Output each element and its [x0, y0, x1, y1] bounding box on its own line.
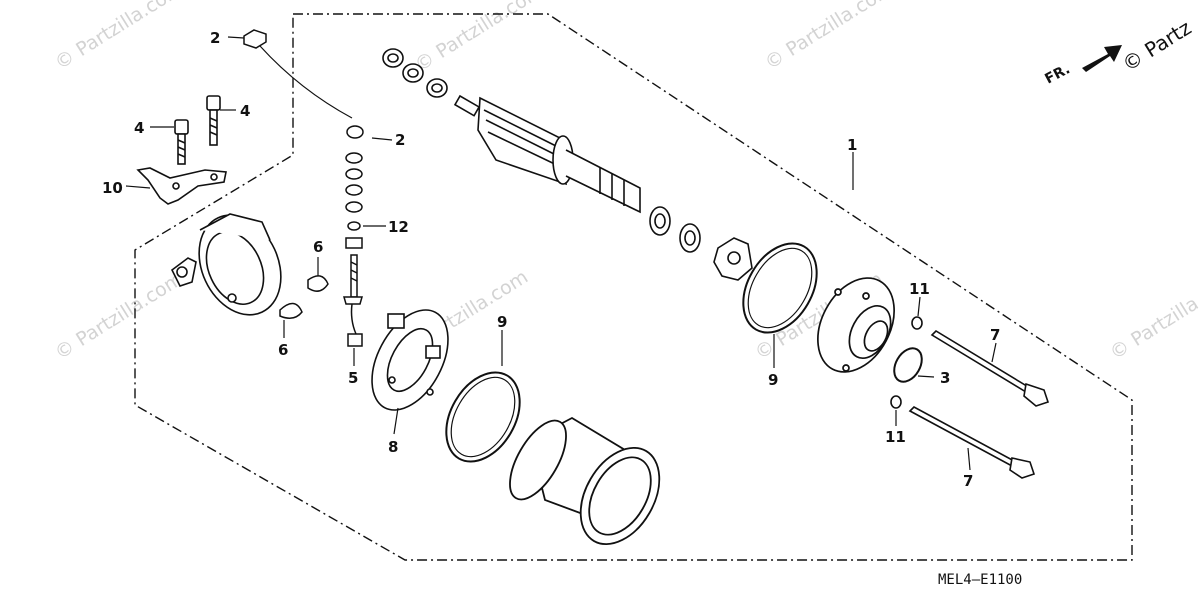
- callout-10: 10: [102, 179, 123, 197]
- lock-plate-part: [713, 237, 753, 281]
- front-cover-part: [817, 277, 895, 373]
- watermark: © Partzilla.com: [51, 0, 187, 74]
- callout-9: 9: [497, 313, 507, 331]
- watermark: © Partzilla.com: [411, 0, 547, 76]
- long-bolt-part: [930, 329, 1050, 407]
- callout-5: 5: [348, 369, 358, 387]
- watermark-corner: © Partz: [1118, 15, 1195, 76]
- leader-lines: [125, 36, 997, 471]
- front-indicator: FR.: [1042, 61, 1072, 87]
- seal-ring-part: [893, 347, 923, 383]
- watermark: © Partzilla.com: [51, 268, 187, 364]
- armature-part: [453, 94, 641, 214]
- callout-6: 6: [278, 341, 288, 359]
- callout-12: 12: [388, 218, 409, 236]
- yoke-housing-part: [509, 416, 661, 546]
- callout-6: 6: [313, 238, 323, 256]
- bolt-part: [174, 119, 189, 165]
- callout-2: 2: [210, 29, 220, 47]
- washer-part: [911, 316, 923, 330]
- long-bolt-part: [908, 406, 1036, 479]
- callout-3: 3: [940, 369, 950, 387]
- callout-4: 4: [240, 102, 250, 120]
- watermark: © Partzilla.com: [1106, 268, 1200, 364]
- rear-cover-part: [170, 213, 282, 316]
- washer-set: [649, 206, 701, 253]
- assembly-outline: [134, 13, 1133, 561]
- nut-stack: [243, 29, 364, 347]
- front-arrow-icon: [1082, 45, 1122, 72]
- brush-holder-part: [371, 309, 449, 411]
- bolt-part: [206, 95, 221, 146]
- callout-1: 1: [847, 136, 857, 154]
- watermark: © Partzilla.com: [761, 0, 897, 74]
- callout-4: 4: [134, 119, 144, 137]
- o-ring-part: [445, 371, 521, 463]
- bracket-part: [136, 167, 227, 205]
- callout-7: 7: [963, 472, 973, 490]
- callout-9: 9: [768, 371, 778, 389]
- washer-set: [382, 48, 448, 98]
- callout-11: 11: [885, 428, 906, 446]
- o-ring-part: [742, 242, 818, 334]
- diagram-code: MEL4—E1100: [938, 572, 1022, 588]
- washer-part: [890, 395, 902, 409]
- callout-7: 7: [990, 326, 1000, 344]
- callout-8: 8: [388, 438, 398, 456]
- callout-11: 11: [909, 280, 930, 298]
- callout-2: 2: [395, 131, 405, 149]
- clip-part: [279, 275, 329, 319]
